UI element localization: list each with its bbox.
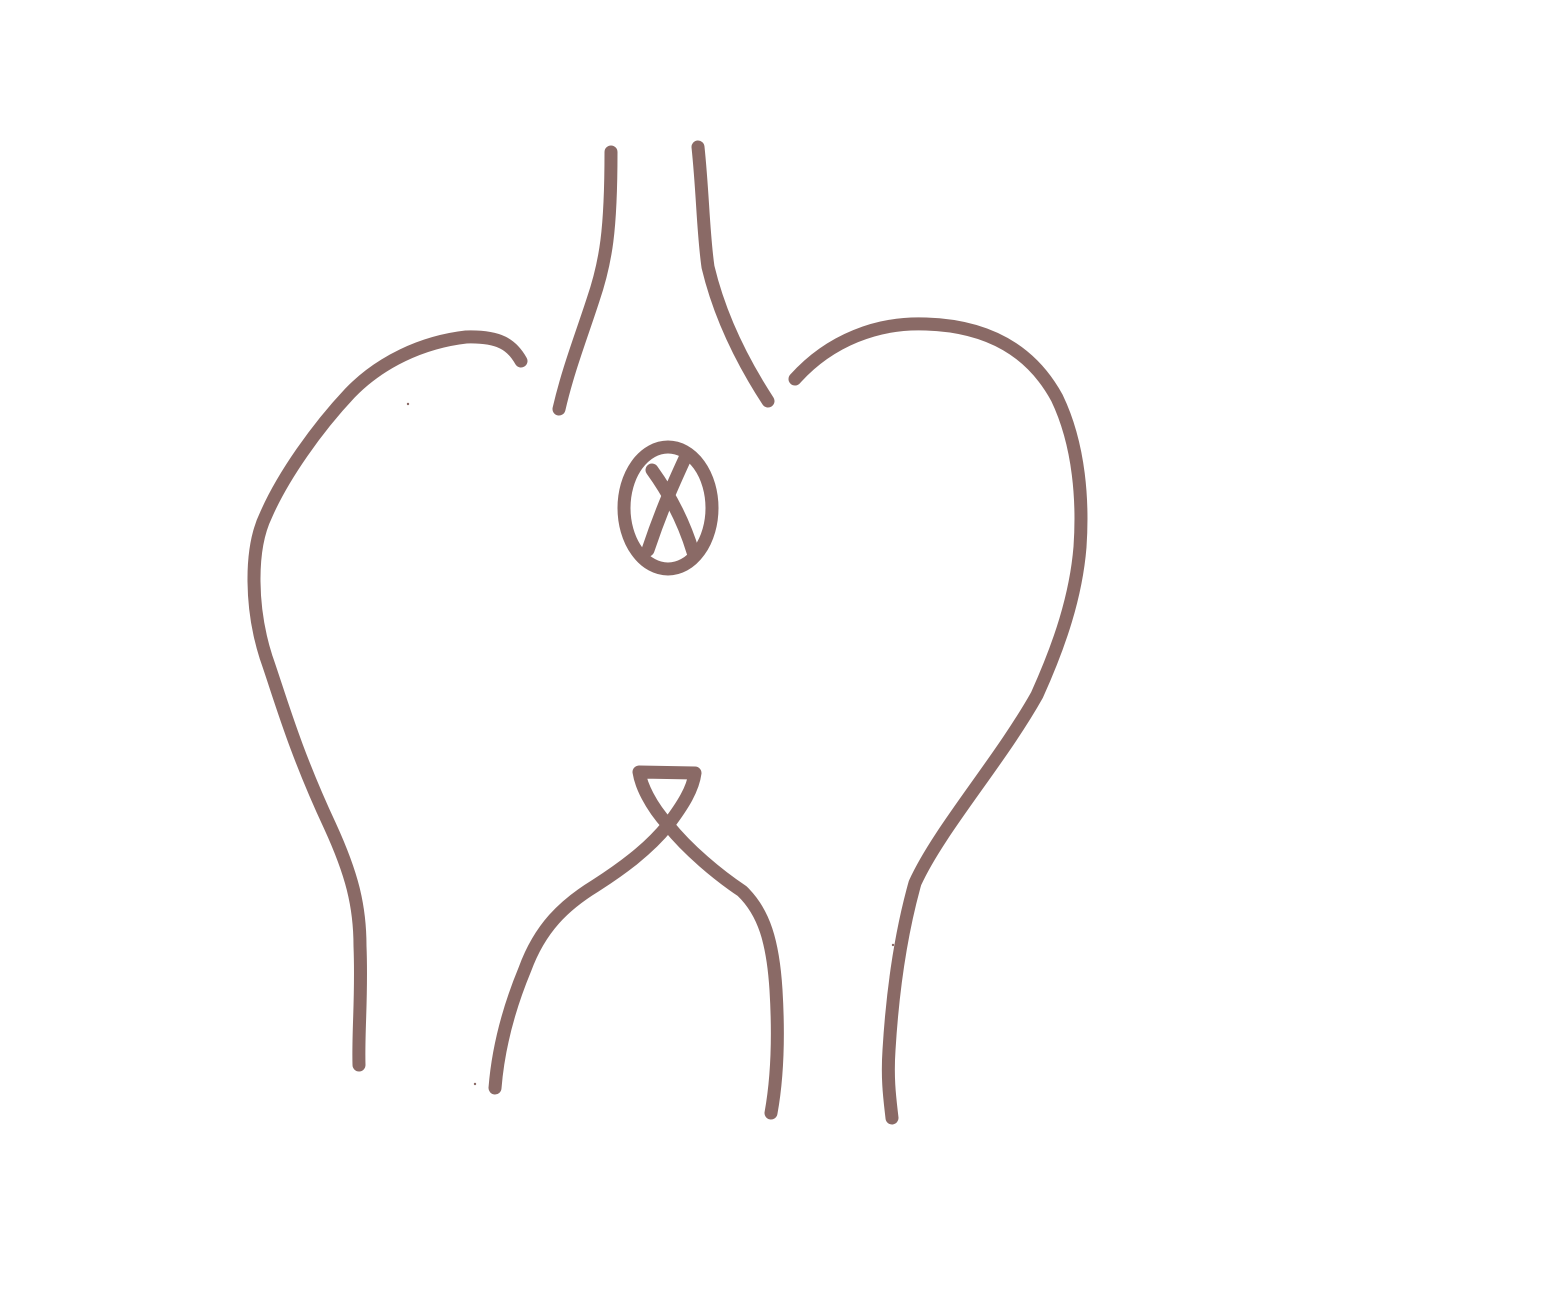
oval-cross-line-1 xyxy=(645,463,700,559)
paper-speck xyxy=(891,943,895,947)
oval-cross-line-2 xyxy=(641,449,693,557)
lower-arch-left xyxy=(488,818,675,1095)
crossed-oval xyxy=(617,440,719,576)
lower-arch-right xyxy=(661,818,784,1120)
lower-loop xyxy=(632,765,702,832)
paper-speck xyxy=(473,1082,477,1086)
body-left-contour xyxy=(247,330,528,1072)
paper-speck xyxy=(406,402,410,406)
body-right-contour xyxy=(788,317,1088,1125)
neck-left-line xyxy=(552,145,618,416)
neck-right-line xyxy=(691,140,775,408)
